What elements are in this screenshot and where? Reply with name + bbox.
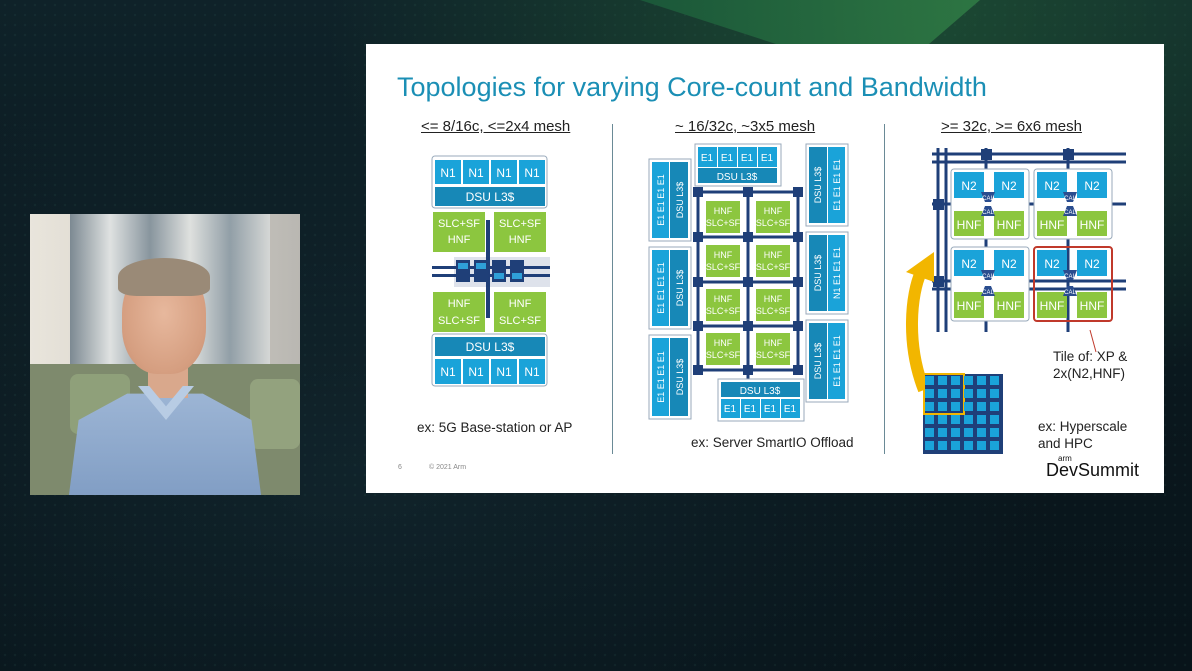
mini-mesh-tile <box>990 415 999 424</box>
e1-label: E1 <box>764 404 777 415</box>
dsu-label: DSU L3$ <box>466 340 515 354</box>
mini-mesh-tile <box>964 402 973 411</box>
slc-label: SLC+SF <box>499 218 541 230</box>
e1-label: E1 <box>761 153 774 164</box>
mini-mesh-tile <box>990 402 999 411</box>
mini-mesh-tile <box>964 428 973 437</box>
mini-mesh-tile <box>990 441 999 450</box>
dsu-label: DSU L3$ <box>740 386 781 397</box>
caption-medium-mesh: ex: Server SmartIO Offload <box>691 435 854 450</box>
mini-mesh-tile <box>964 441 973 450</box>
presenter-video <box>30 214 300 495</box>
mini-mesh-tile <box>951 428 960 437</box>
slide-copyright: © 2021 Arm <box>429 464 467 471</box>
mini-mesh-tile <box>964 389 973 398</box>
n1-label: N1 <box>496 166 512 180</box>
column-heading-small: <= 8/16c, <=2x4 mesh <box>421 118 571 135</box>
mini-mesh-tile <box>977 389 986 398</box>
tile-note: Tile of: XP & 2x(N2,HNF) <box>1053 348 1127 382</box>
mini-mesh-tile <box>977 441 986 450</box>
tile-note-line1: Tile of: XP & <box>1053 349 1128 364</box>
mini-mesh-tile <box>964 415 973 424</box>
slc-label: SLC+SF <box>438 315 480 327</box>
mini-mesh-tile <box>925 441 934 450</box>
column-divider <box>884 124 885 454</box>
n1-row-top: N1 N1 N1 N1 <box>435 160 545 184</box>
caption-large-mesh-line1: ex: Hyperscale <box>1038 419 1128 434</box>
mini-mesh-tile <box>977 415 986 424</box>
n1-label: N1 <box>496 365 512 379</box>
e1-label: E1 <box>721 153 734 164</box>
mini-6x6-mesh <box>923 373 1003 454</box>
mini-mesh-tile <box>990 389 999 398</box>
devsummit-logo: DevSummit <box>1046 460 1140 480</box>
n1-label: N1 <box>524 166 540 180</box>
dsu-label: DSU L3$ <box>466 190 515 204</box>
mini-mesh-tile <box>951 402 960 411</box>
n1-label: N1 <box>468 166 484 180</box>
mini-mesh-tile <box>990 428 999 437</box>
mini-mesh-tile <box>925 428 934 437</box>
small-mesh-diagram: N1 N1 N1 N1 DSU L3$ SLC+SF HNF SLC+SF HN… <box>431 155 550 387</box>
mini-mesh-tile <box>977 402 986 411</box>
mini-mesh-tile <box>951 415 960 424</box>
topology-diagrams: N1 N1 N1 N1 DSU L3$ SLC+SF HNF SLC+SF HN… <box>431 143 1126 454</box>
mini-mesh-tile <box>938 402 947 411</box>
mini-mesh-tile <box>951 389 960 398</box>
caption-small-mesh: ex: 5G Base-station or AP <box>417 420 573 435</box>
mini-mesh-tile <box>938 376 947 385</box>
slc-label: SLC+SF <box>499 315 541 327</box>
slide-page-number: 6 <box>398 464 402 471</box>
e1-label: E1 <box>741 153 754 164</box>
n1-label: N1 <box>468 365 484 379</box>
mini-mesh-tile <box>977 428 986 437</box>
slc-label: SLC+SF <box>438 218 480 230</box>
mini-mesh-tile <box>925 402 934 411</box>
n1-label: N1 <box>440 365 456 379</box>
column-heading-medium: ~ 16/32c, ~3x5 mesh <box>675 118 816 135</box>
presentation-slide: Topologies for varying Core-count and Ba… <box>366 44 1164 493</box>
large-mesh-diagram <box>906 148 1126 454</box>
hnf-label: HNF <box>448 298 471 310</box>
mini-mesh-tile <box>925 389 934 398</box>
caption-large-mesh: ex: Hyperscale and HPC <box>1038 418 1127 452</box>
e1-label: E1 <box>784 404 797 415</box>
arm-logo-text: arm <box>1058 454 1072 463</box>
hnf-label: HNF <box>509 234 532 246</box>
e1-label: E1 <box>724 404 737 415</box>
hnf-label: HNF <box>448 234 471 246</box>
mini-mesh-tile <box>964 376 973 385</box>
mini-mesh-tile <box>938 441 947 450</box>
mini-mesh-tile <box>977 376 986 385</box>
mini-mesh-tile <box>938 389 947 398</box>
n1-label: N1 <box>524 365 540 379</box>
medium-mesh-diagram: E1 E1 E1 E1 DSU L3$ <box>648 143 849 422</box>
mini-mesh-tile <box>938 415 947 424</box>
e1-label: E1 <box>701 153 714 164</box>
caption-large-mesh-line2: and HPC <box>1038 436 1093 451</box>
column-divider <box>612 124 613 454</box>
mini-mesh-tile <box>925 376 934 385</box>
mini-mesh-tile <box>925 415 934 424</box>
mini-mesh-tile <box>951 441 960 450</box>
e1-label: E1 <box>744 404 757 415</box>
dsu-label: DSU L3$ <box>717 172 758 183</box>
slide-title: Topologies for varying Core-count and Ba… <box>397 72 987 102</box>
mini-mesh-tile <box>938 428 947 437</box>
hnf-label: HNF <box>509 298 532 310</box>
video-pillow <box>250 379 300 449</box>
tile-note-line2: 2x(N2,HNF) <box>1053 366 1126 381</box>
mini-mesh-tile <box>951 376 960 385</box>
presenter-hair <box>118 258 210 296</box>
mini-mesh-tile <box>990 376 999 385</box>
n1-label: N1 <box>440 166 456 180</box>
column-heading-large: >= 32c, >= 6x6 mesh <box>941 118 1082 135</box>
